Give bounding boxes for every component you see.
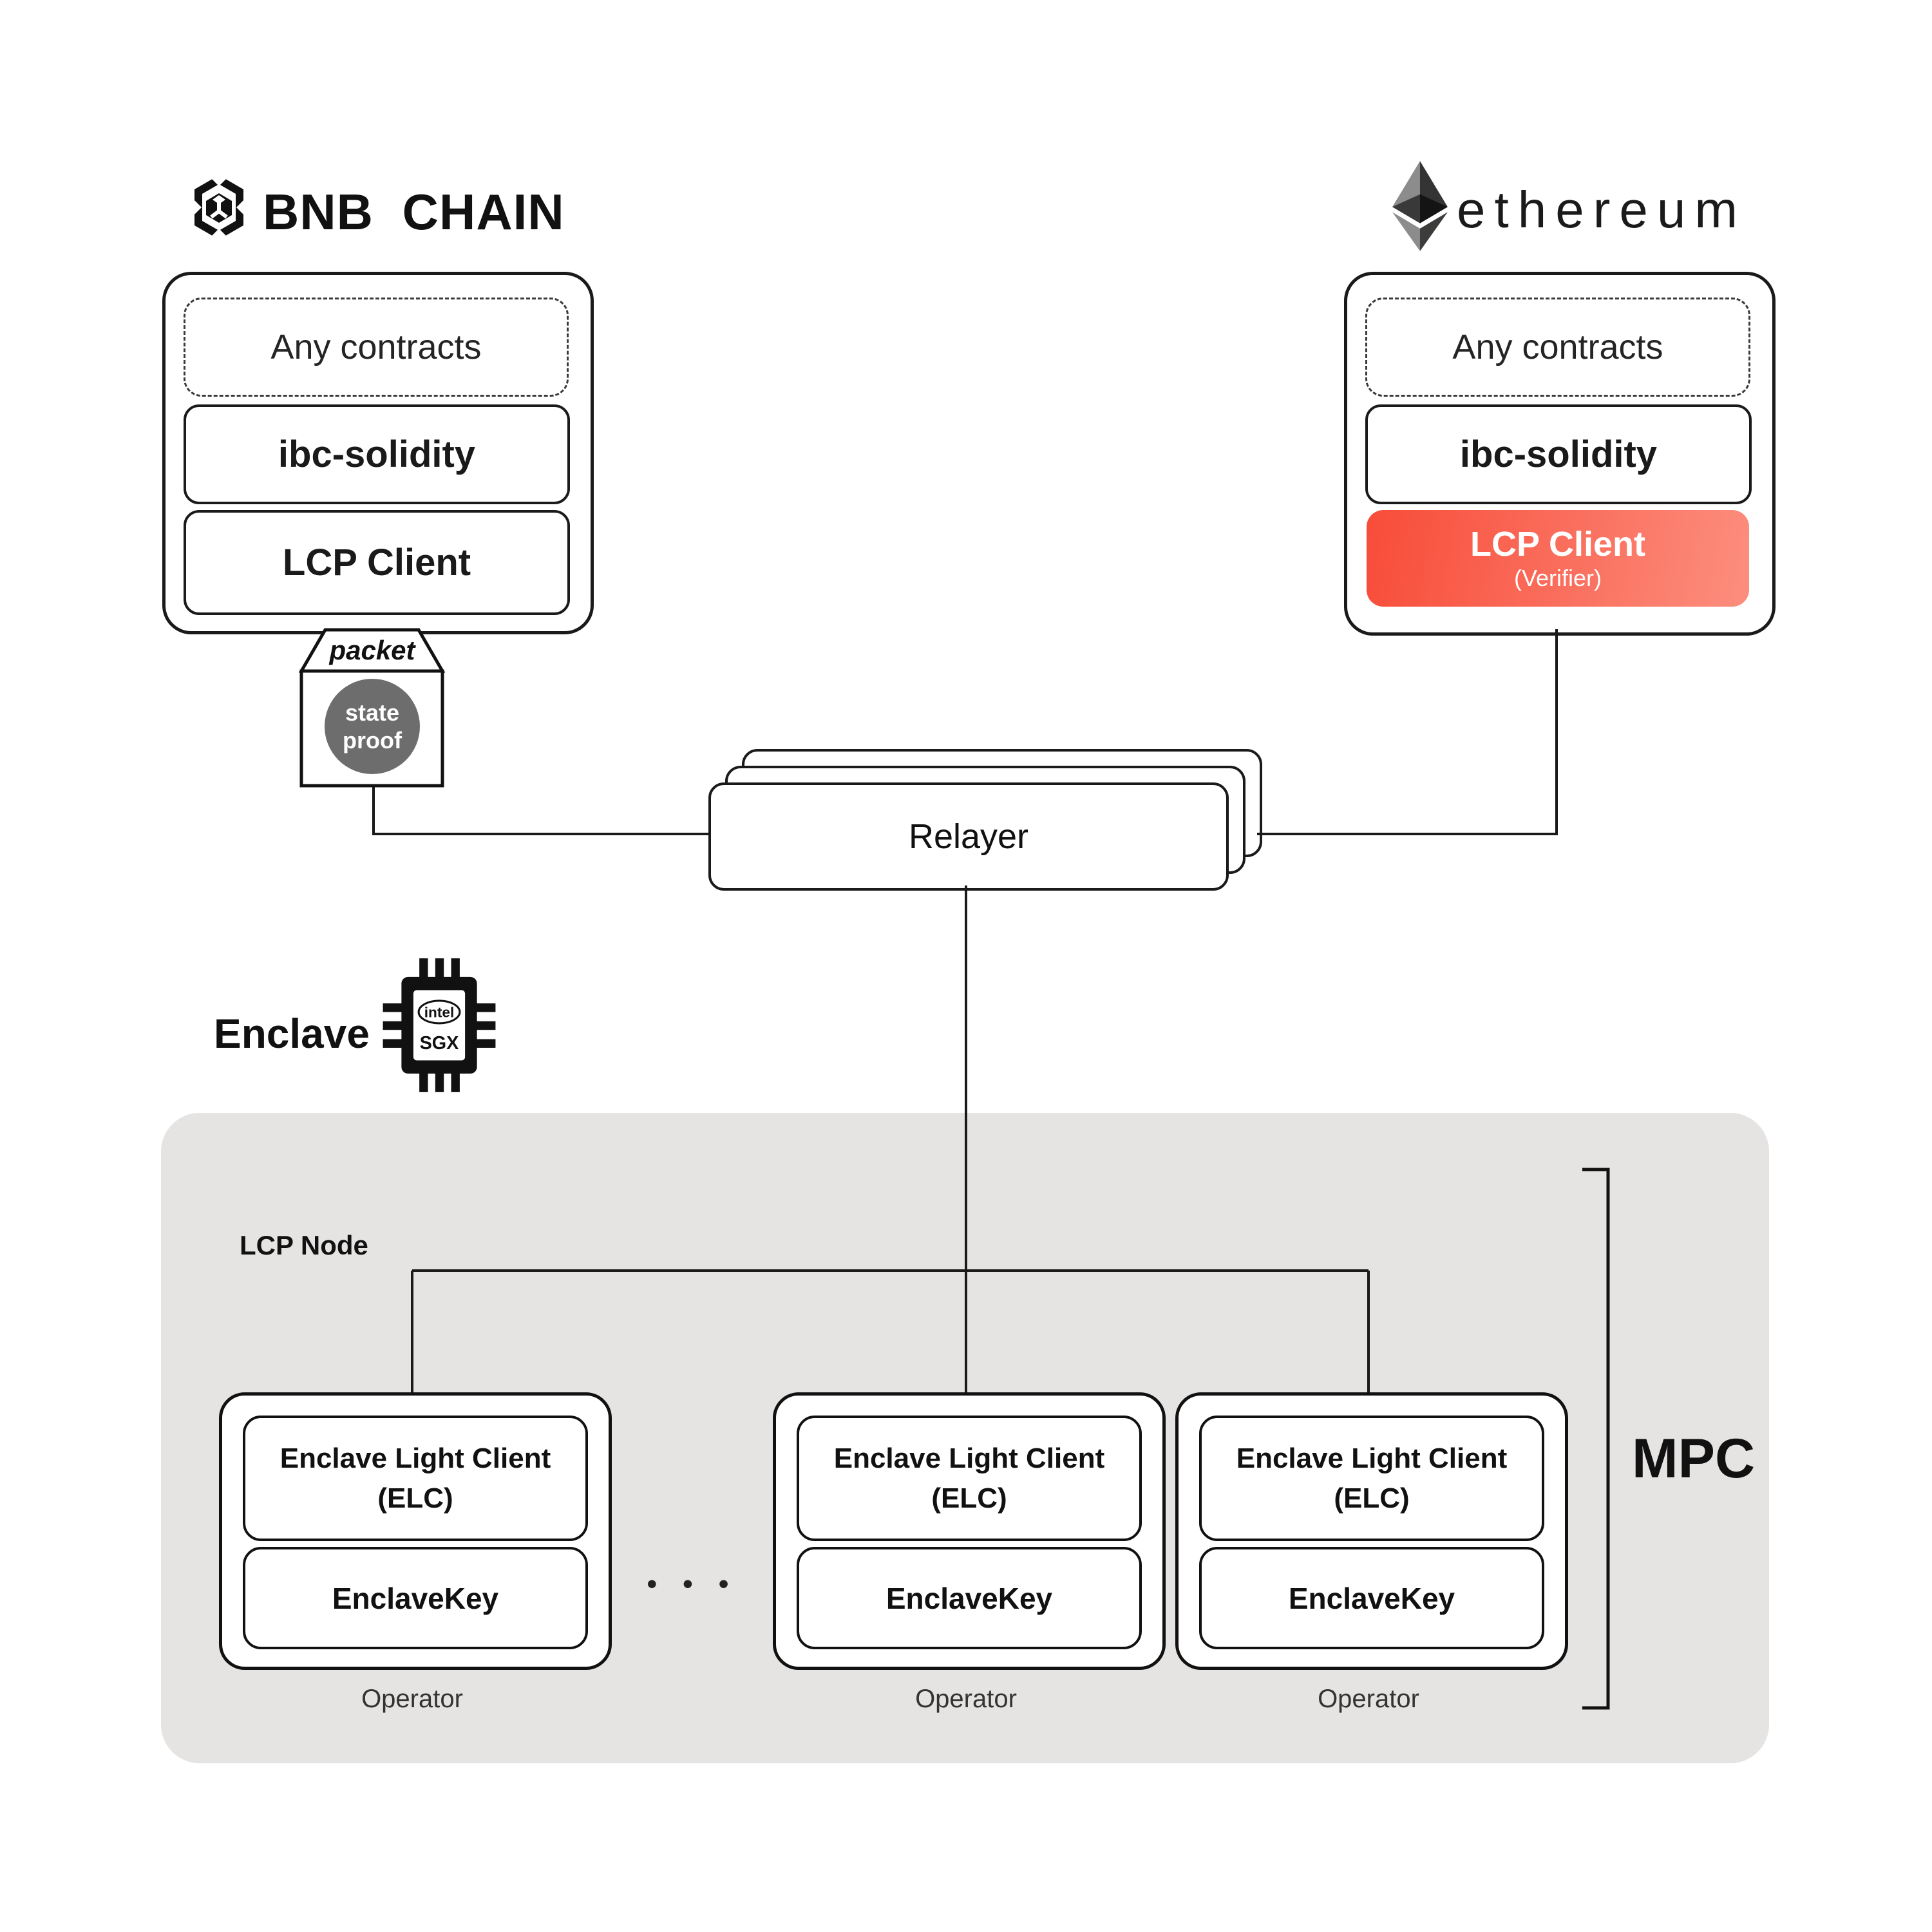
connector-bnb-to-relayer <box>372 786 708 835</box>
elc-label-line1: Enclave Light Client <box>279 1442 551 1474</box>
operator-label-2: Operator <box>869 1682 1063 1716</box>
bnb-chain-logo-icon <box>191 174 247 242</box>
bnb-chain-wordmark: BNB CHAIN <box>263 184 565 240</box>
elc-label-line2: (ELC) <box>1334 1482 1410 1514</box>
intel-sgx-chip-icon: intel SGX <box>383 958 496 1092</box>
operator-label-3: Operator <box>1272 1682 1465 1716</box>
eth-any-contracts-box: Any contracts <box>1365 298 1750 397</box>
operator-label-1: Operator <box>316 1682 509 1716</box>
operator-group-3: Enclave Light Client (ELC) EnclaveKey <box>1175 1392 1568 1670</box>
eth-ibc-solidity-box: ibc-solidity <box>1365 404 1752 504</box>
operator-text: Operator <box>361 1684 463 1713</box>
eth-lcp-client-sub-label: (Verifier) <box>1513 565 1602 591</box>
elc-label-line1: Enclave Light Client <box>1236 1442 1508 1474</box>
eth-any-contracts-label: Any contracts <box>1452 328 1663 366</box>
eth-lcp-client-label: LCP Client <box>1470 525 1646 564</box>
eth-lcp-client-verifier-box: LCP Client (Verifier) <box>1367 510 1749 607</box>
ethereum-chain-box: Any contracts ibc-solidity LCP Client (V… <box>1344 272 1776 636</box>
packet-text: packet <box>329 635 415 665</box>
bnb-any-contracts-label: Any contracts <box>270 328 482 366</box>
ethereum-logo-icon <box>1392 161 1448 251</box>
bnb-chain-box: Any contracts ibc-solidity LCP Client <box>162 272 594 634</box>
enclave-key-label: EnclaveKey <box>332 1581 499 1615</box>
operator-group-1: Enclave Light Client (ELC) EnclaveKey <box>219 1392 612 1670</box>
elc-label-line1: Enclave Light Client <box>833 1442 1105 1474</box>
intel-brand-text: intel <box>424 1005 454 1021</box>
state-proof-line1: state <box>345 699 400 726</box>
enclave-key-label: EnclaveKey <box>1288 1581 1455 1615</box>
sgx-text: SGX <box>420 1033 459 1054</box>
operator-group-2: Enclave Light Client (ELC) EnclaveKey <box>773 1392 1166 1670</box>
enclave-key-box-2: EnclaveKey <box>797 1547 1142 1649</box>
enclave-key-box-3: EnclaveKey <box>1199 1547 1544 1649</box>
enclave-key-box-1: EnclaveKey <box>243 1547 588 1649</box>
enclave-label: Enclave <box>214 1010 370 1057</box>
connector-eth-to-relayer <box>1257 629 1558 835</box>
operator-text: Operator <box>1318 1684 1419 1713</box>
ethereum-wordmark: ethereum <box>1457 181 1747 238</box>
elc-box-3: Enclave Light Client (ELC) <box>1199 1416 1544 1541</box>
bnb-any-contracts-box: Any contracts <box>184 298 569 397</box>
state-proof-line2: proof <box>343 727 402 753</box>
elc-box-1: Enclave Light Client (ELC) <box>243 1416 588 1541</box>
relayer-label: Relayer <box>908 817 1029 856</box>
operator-text: Operator <box>915 1684 1017 1713</box>
packet-label: packet <box>303 632 442 668</box>
bnb-ibc-solidity-label: ibc-solidity <box>278 433 476 475</box>
elc-label-line2: (ELC) <box>377 1482 453 1514</box>
relayer-box: Relayer <box>708 782 1229 891</box>
eth-ibc-solidity-label: ibc-solidity <box>1459 433 1658 475</box>
more-operators-ellipsis: • • • <box>647 1568 738 1600</box>
enclave-key-label: EnclaveKey <box>886 1581 1053 1615</box>
bnb-lcp-client-label: LCP Client <box>282 542 471 583</box>
elc-box-2: Enclave Light Client (ELC) <box>797 1416 1142 1541</box>
bnb-ibc-solidity-box: ibc-solidity <box>184 404 570 504</box>
lcp-node-label: LCP Node <box>240 1230 368 1260</box>
state-proof-badge: state proof <box>325 679 420 774</box>
elc-label-line2: (ELC) <box>931 1482 1007 1514</box>
bnb-lcp-client-box: LCP Client <box>184 510 570 615</box>
mpc-label: MPC <box>1632 1428 1756 1490</box>
